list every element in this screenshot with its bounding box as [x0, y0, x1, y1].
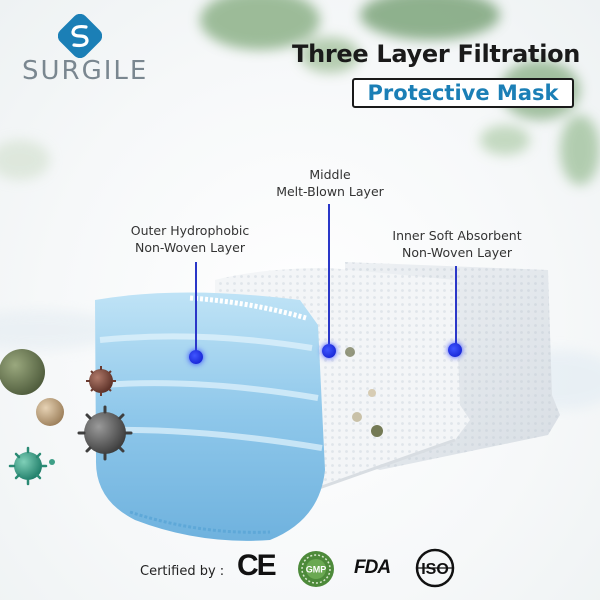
middle-layer-label-line2: Melt-Blown Layer: [276, 184, 384, 199]
certified-by-label: Certified by :: [140, 564, 225, 579]
inner-layer-marker: [448, 343, 462, 357]
outer-layer-label-line2: Non-Woven Layer: [134, 240, 246, 255]
middle-layer-pointer-line: [328, 204, 330, 344]
iso-text: ISO: [421, 561, 449, 578]
outer-layer-marker: [189, 350, 203, 364]
iso-mark-icon: ISO: [415, 548, 455, 588]
inner-layer-callout: Inner Soft Absorbent Non-Woven Layer: [372, 227, 542, 261]
germs-illustration: [0, 349, 133, 486]
inner-layer-label-line1: Inner Soft Absorbent: [392, 228, 522, 243]
middle-layer-marker: [322, 344, 336, 358]
fda-mark: FDA: [354, 557, 391, 578]
outer-layer-pointer-line: [195, 262, 197, 354]
headline-title: Three Layer Filtration: [292, 40, 581, 68]
gmp-text: GMP: [306, 565, 327, 575]
inner-layer-label-line2: Non-Woven Layer: [401, 245, 513, 260]
gmp-seal-icon: GMP: [298, 551, 334, 587]
brand-name: SURGILE: [22, 56, 149, 86]
outer-mask: [95, 292, 325, 541]
headline-subtitle: Protective Mask: [367, 81, 559, 105]
outer-layer-label-line1: Outer Hydrophobic: [130, 223, 250, 238]
inner-layer-pointer-line: [455, 266, 457, 344]
headline-subtitle-box: Protective Mask: [352, 78, 574, 108]
ce-mark: CE: [237, 549, 277, 582]
s-swirl-logo-icon: [58, 14, 102, 58]
outer-layer-callout: Outer Hydrophobic Non-Woven Layer: [110, 222, 270, 256]
middle-layer-callout: Middle Melt-Blown Layer: [250, 166, 410, 200]
middle-layer-label-line1: Middle: [309, 167, 351, 182]
